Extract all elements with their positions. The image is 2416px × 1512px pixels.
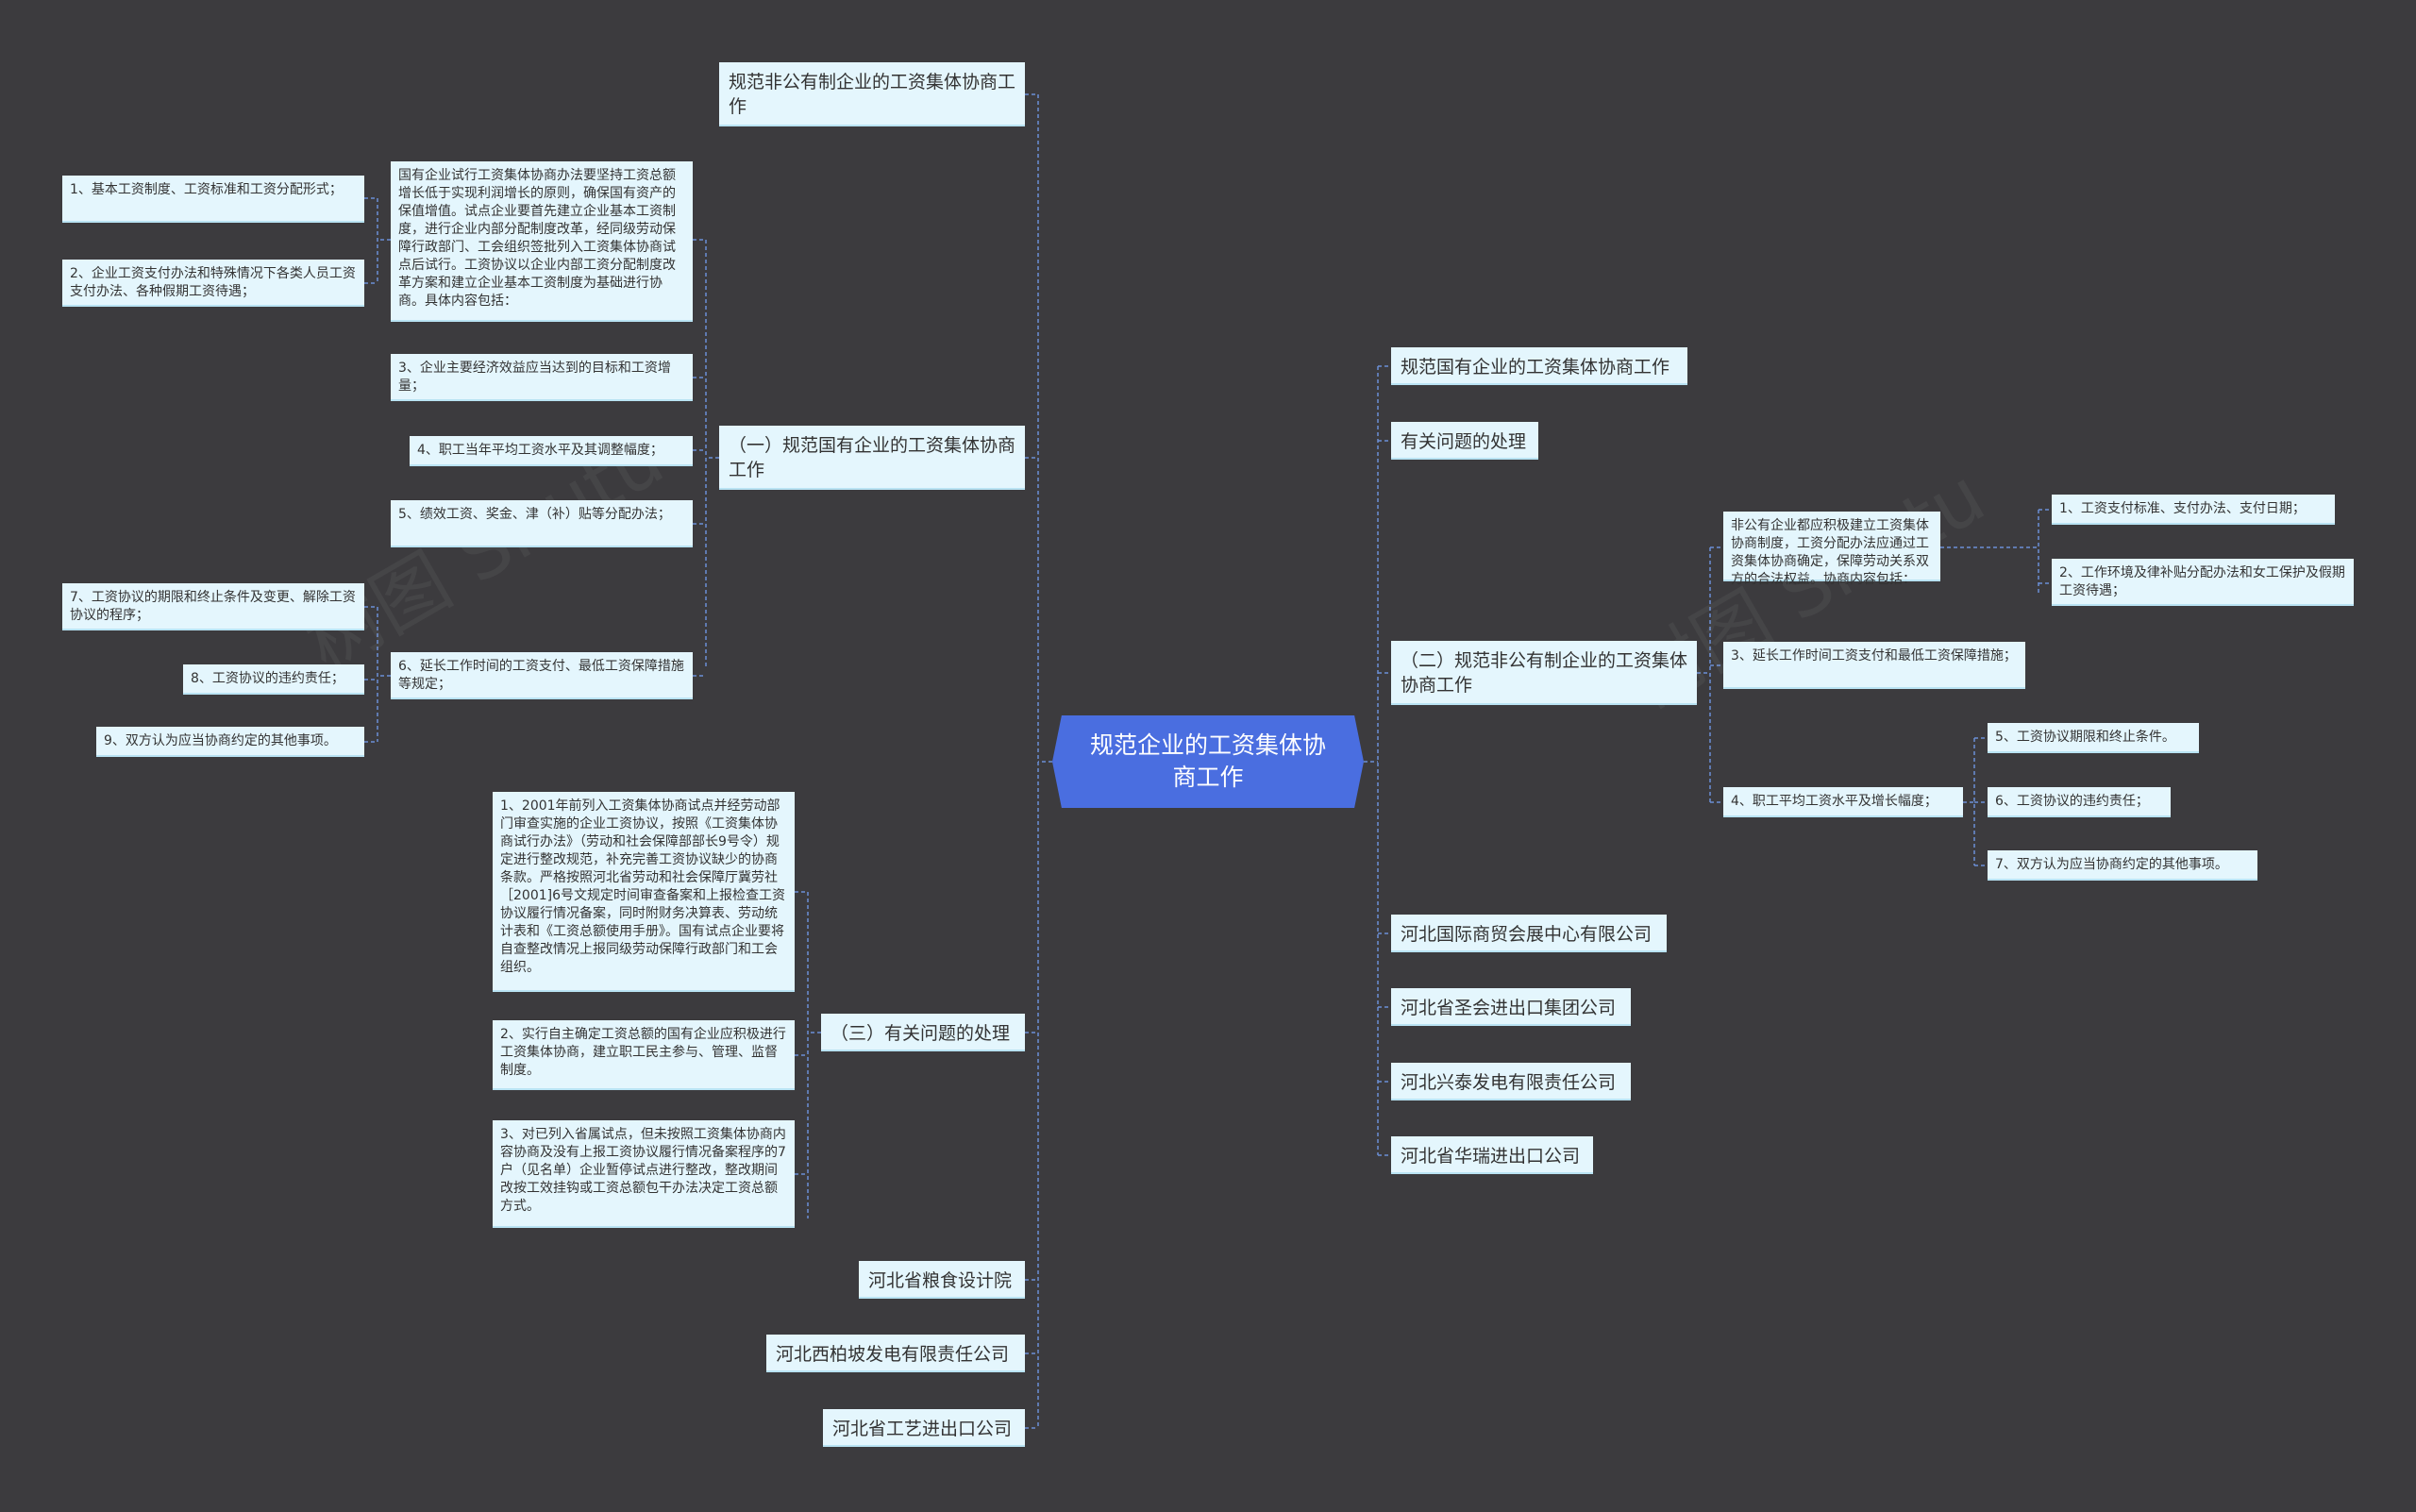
node-label: 8、工资协议的违约责任； (191, 671, 344, 686)
node-label: 河北兴泰发电有限责任公司 (1401, 1072, 1617, 1093)
node-section1-item5[interactable]: 5、绩效工资、奖金、津（补）贴等分配办法； (391, 500, 693, 547)
node-section2-item3[interactable]: 3、延长工作时间工资支付和最低工资保障措施； (1723, 642, 2025, 689)
node-company-right-4[interactable]: 河北省华瑞进出口公司 (1391, 1136, 1593, 1174)
node-label: 3、对已列入省属试点，但未按照工资集体协商内容协商及没有上报工资协议履行情况备案… (500, 1127, 786, 1214)
node-company-right-3[interactable]: 河北兴泰发电有限责任公司 (1391, 1063, 1631, 1100)
node-section1[interactable]: （一）规范国有企业的工资集体协商工作 (719, 426, 1025, 490)
node-section1-item6[interactable]: 6、延长工作时间的工资支付、最低工资保障措施等规定； (391, 652, 693, 699)
node-section3[interactable]: （三）有关问题的处理 (821, 1014, 1025, 1051)
node-label: 规范国有企业的工资集体协商工作 (1401, 357, 1670, 378)
node-section1-item2[interactable]: 2、企业工资支付办法和特殊情况下各类人员工资支付办法、各种假期工资待遇； (62, 260, 364, 307)
node-state-title[interactable]: 规范国有企业的工资集体协商工作 (1391, 347, 1687, 385)
node-section1-intro[interactable]: 国有企业试行工资集体协商办法要坚持工资总额增长低于实现利润增长的原则，确保国有资… (391, 161, 693, 322)
node-section2-item4[interactable]: 4、职工平均工资水平及增长幅度； (1723, 787, 1963, 817)
node-section1-item1[interactable]: 1、基本工资制度、工资标准和工资分配形式； (62, 176, 364, 223)
node-label: 规范非公有制企业的工资集体协商工作 (729, 72, 1016, 117)
root-label: 规范企业的工资集体协商工作 (1089, 731, 1326, 791)
root-node[interactable]: 规范企业的工资集体协商工作 (1052, 715, 1364, 808)
node-label: 4、职工平均工资水平及增长幅度； (1731, 794, 1938, 809)
node-company-left-3[interactable]: 河北省工艺进出口公司 (823, 1409, 1025, 1447)
node-section3-p3[interactable]: 3、对已列入省属试点，但未按照工资集体协商内容协商及没有上报工资协议履行情况备案… (493, 1120, 795, 1228)
node-label: 河北省工艺进出口公司 (832, 1419, 1013, 1439)
node-section2-item7[interactable]: 7、双方认为应当协商约定的其他事项。 (1988, 850, 2257, 881)
node-section2-item5[interactable]: 5、工资协议期限和终止条件。 (1988, 723, 2199, 753)
node-section3-p1[interactable]: 1、2001年前列入工资集体协商试点并经劳动部门审查实施的企业工资协议，按照《工… (493, 792, 795, 992)
node-label: 国有企业试行工资集体协商办法要坚持工资总额增长低于实现利润增长的原则，确保国有资… (398, 168, 676, 309)
node-section1-item3[interactable]: 3、企业主要经济效益应当达到的目标和工资增量； (391, 354, 693, 401)
node-label: 5、绩效工资、奖金、津（补）贴等分配办法； (398, 507, 671, 522)
node-label: 2、企业工资支付办法和特殊情况下各类人员工资支付办法、各种假期工资待遇； (70, 266, 356, 299)
node-section1-item7[interactable]: 7、工资协议的期限和终止条件及变更、解除工资协议的程序； (62, 583, 364, 630)
node-label: 有关问题的处理 (1401, 431, 1527, 452)
node-label: 2、实行自主确定工资总额的国有企业应积极进行工资集体协商，建立职工民主参与、管理… (500, 1027, 786, 1078)
node-company-right-2[interactable]: 河北省圣会进出口集团公司 (1391, 988, 1631, 1026)
node-label: 3、延长工作时间工资支付和最低工资保障措施； (1731, 648, 2017, 664)
node-section2-item6[interactable]: 6、工资协议的违约责任； (1988, 787, 2171, 817)
node-section1-item9[interactable]: 9、双方认为应当协商约定的其他事项。 (96, 727, 364, 757)
node-label: 2、工作环境及律补贴分配办法和女工保护及假期工资待遇； (2059, 565, 2345, 598)
node-label: （二）规范非公有制企业的工资集体协商工作 (1401, 650, 1688, 696)
node-company-left-1[interactable]: 河北省粮食设计院 (859, 1261, 1025, 1299)
node-label: 9、双方认为应当协商约定的其他事项。 (104, 733, 337, 748)
node-label: 5、工资协议期限和终止条件。 (1995, 730, 2175, 745)
node-company-left-2[interactable]: 河北西柏坡发电有限责任公司 (766, 1335, 1025, 1372)
node-section2[interactable]: （二）规范非公有制企业的工资集体协商工作 (1391, 641, 1697, 705)
node-label: 河北省华瑞进出口公司 (1401, 1146, 1581, 1167)
node-section2-intro[interactable]: 非公有企业都应积极建立工资集体协商制度，工资分配办法应通过工资集体协商确定，保障… (1723, 512, 1940, 587)
node-section3-p2[interactable]: 2、实行自主确定工资总额的国有企业应积极进行工资集体协商，建立职工民主参与、管理… (493, 1020, 795, 1090)
node-label: 1、基本工资制度、工资标准和工资分配形式； (70, 182, 343, 197)
node-issues-title[interactable]: 有关问题的处理 (1391, 422, 1538, 460)
node-label: 6、延长工作时间的工资支付、最低工资保障措施等规定； (398, 659, 684, 692)
node-nonpublic-title[interactable]: 规范非公有制企业的工资集体协商工作 (719, 62, 1025, 126)
node-label: 河北省粮食设计院 (868, 1270, 1013, 1291)
node-label: （三）有关问题的处理 (830, 1023, 1011, 1044)
node-label: 7、双方认为应当协商约定的其他事项。 (1995, 857, 2228, 872)
node-label: 4、职工当年平均工资水平及其调整幅度； (417, 443, 663, 458)
node-label: 非公有企业都应积极建立工资集体协商制度，工资分配办法应通过工资集体协商确定，保障… (1731, 518, 1929, 587)
node-label: （一）规范国有企业的工资集体协商工作 (729, 435, 1016, 480)
node-section1-item8[interactable]: 8、工资协议的违约责任； (183, 664, 364, 695)
node-label: 河北西柏坡发电有限责任公司 (776, 1344, 1010, 1365)
node-section2-item2[interactable]: 2、工作环境及律补贴分配办法和女工保护及假期工资待遇； (2052, 559, 2354, 606)
node-label: 3、企业主要经济效益应当达到的目标和工资增量； (398, 361, 671, 394)
node-section1-item4[interactable]: 4、职工当年平均工资水平及其调整幅度； (410, 436, 693, 466)
node-label: 1、工资支付标准、支付办法、支付日期； (2059, 501, 2306, 516)
node-label: 6、工资协议的违约责任； (1995, 794, 2149, 809)
node-label: 河北国际商贸会展中心有限公司 (1401, 924, 1653, 945)
node-label: 河北省圣会进出口集团公司 (1401, 998, 1617, 1018)
node-label: 1、2001年前列入工资集体协商试点并经劳动部门审查实施的企业工资协议，按照《工… (500, 798, 785, 975)
node-company-right-1[interactable]: 河北国际商贸会展中心有限公司 (1391, 915, 1667, 952)
node-label: 7、工资协议的期限和终止条件及变更、解除工资协议的程序； (70, 590, 356, 623)
node-section2-item1[interactable]: 1、工资支付标准、支付办法、支付日期； (2052, 495, 2335, 525)
